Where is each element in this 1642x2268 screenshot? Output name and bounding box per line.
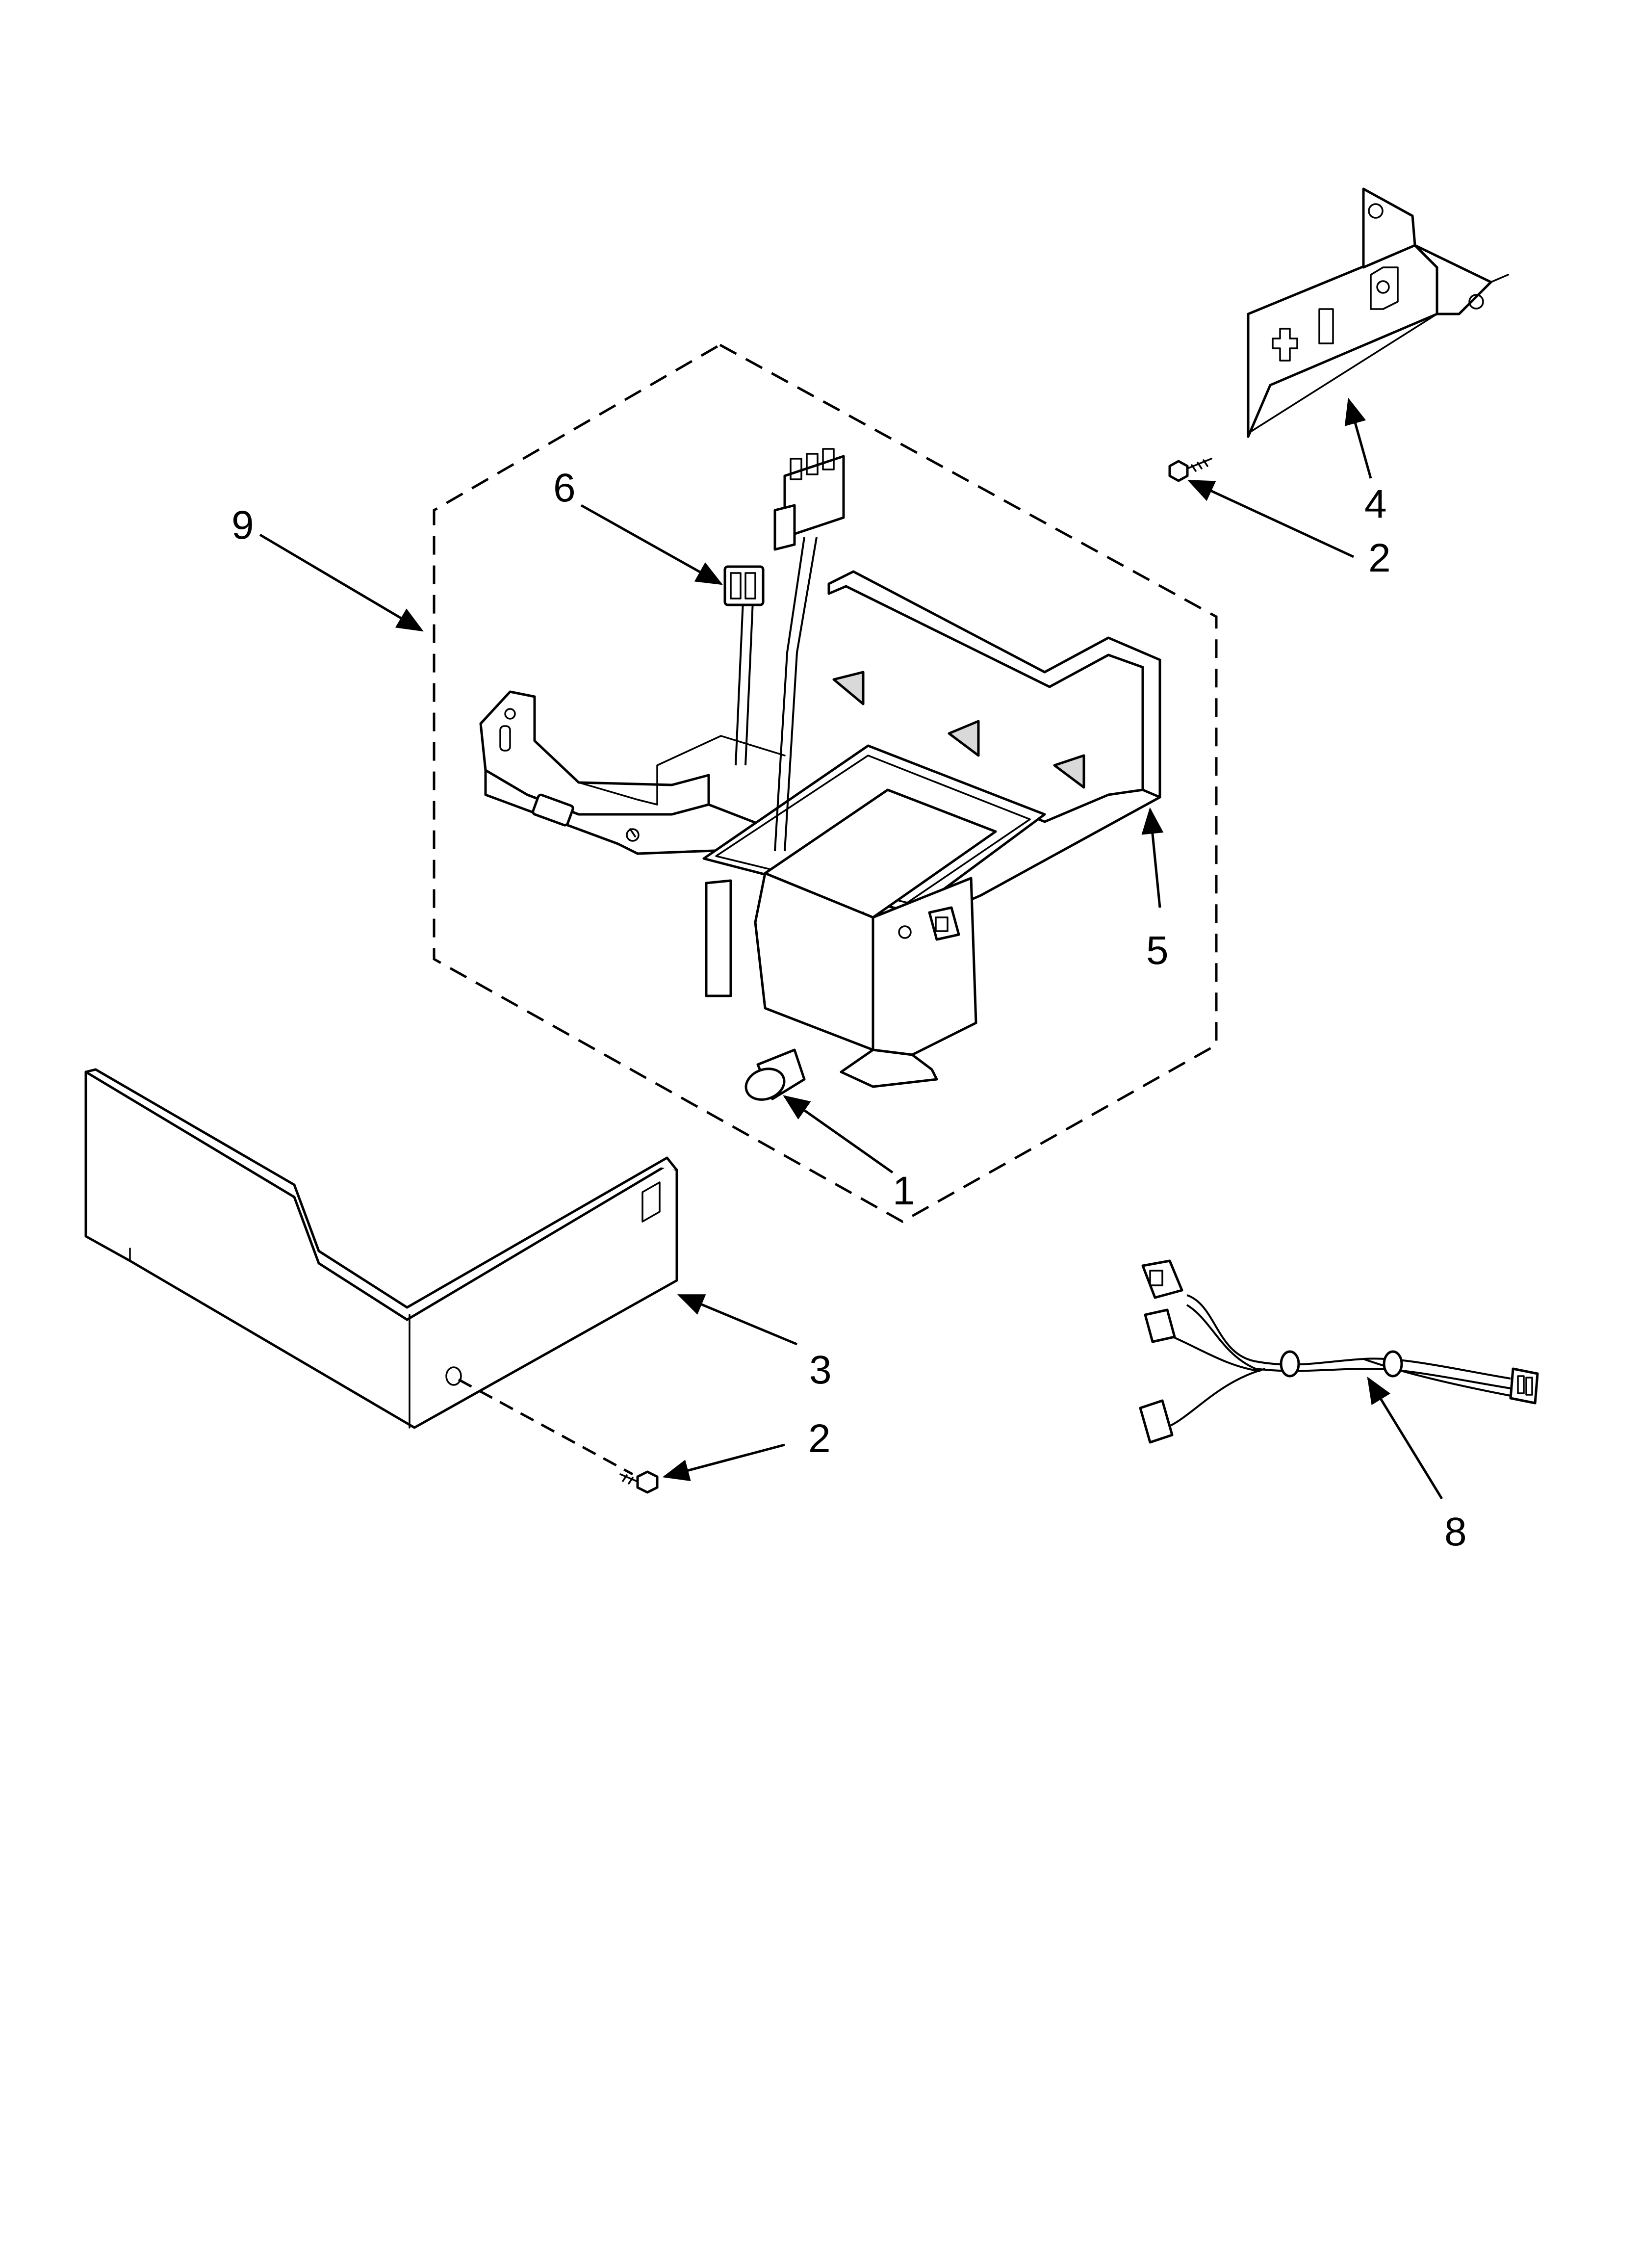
leader-1 [783,1095,894,1174]
screw-guide-line [458,1378,634,1476]
callout-2-top: 2 [1368,536,1391,580]
leader-8 [1367,1377,1443,1500]
leader-3 [677,1294,797,1346]
cover-panel-part [84,1068,678,1429]
housing-part [479,570,1161,1101]
callout-8: 8 [1444,1510,1467,1554]
screw-top [1168,458,1212,482]
bracket-part [1247,187,1509,438]
assembly-boundary [433,343,1218,1223]
callout-5: 5 [1146,928,1169,973]
callout-6: 6 [553,466,576,510]
callout-4: 4 [1364,482,1387,526]
leader-5 [1141,807,1164,908]
leader-2-top [1187,479,1355,558]
wire-harness-part [1139,1259,1539,1444]
callout-1: 1 [893,1169,915,1213]
screw-bottom [619,1470,659,1494]
callout-9: 9 [231,503,254,547]
callout-2-bottom: 2 [808,1416,831,1461]
wiring-connectors [723,448,845,852]
leader-4 [1344,397,1372,479]
leader-6 [580,504,723,585]
leader-2-bottom [662,1443,785,1482]
leader-9 [259,533,424,632]
callout-3: 3 [809,1348,832,1392]
